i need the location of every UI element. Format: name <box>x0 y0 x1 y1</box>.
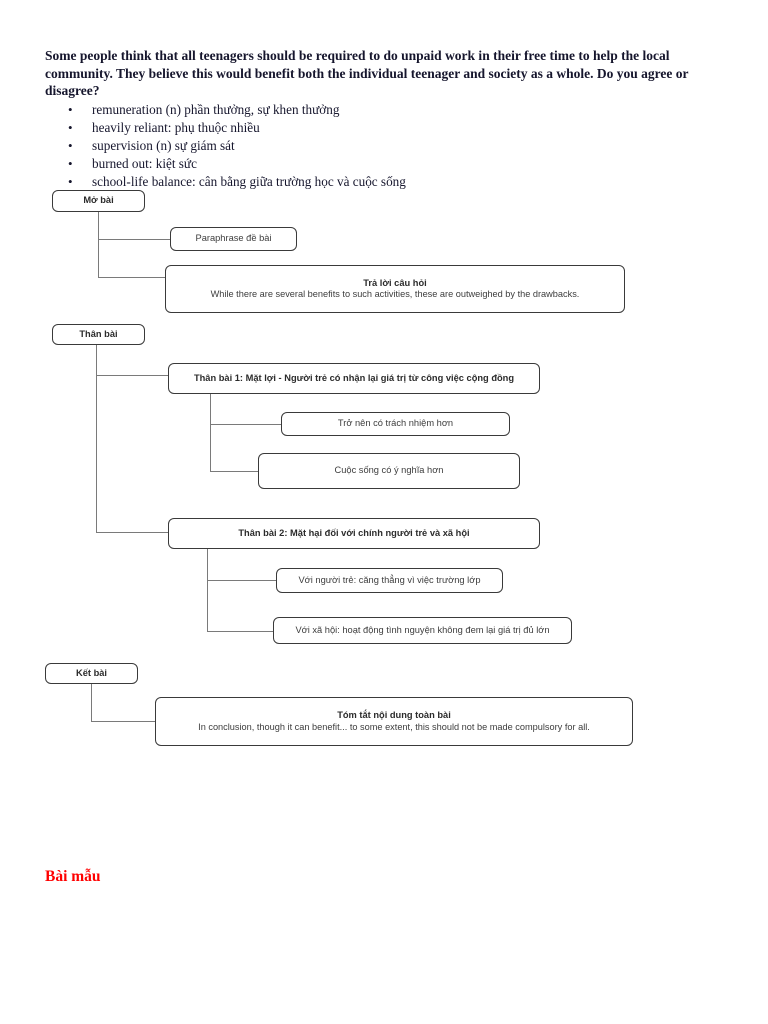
node-ket-bai: Kết bài <box>45 663 138 684</box>
connector <box>207 549 208 631</box>
connector <box>210 394 211 471</box>
node-tra-loi-cau-hoi: Trả lời câu hỏi While there are several … <box>165 265 625 313</box>
connector <box>98 239 170 240</box>
connector <box>98 212 99 277</box>
node-label: Kết bài <box>76 667 107 678</box>
vocab-item: heavily reliant: phụ thuộc nhiều <box>68 119 708 137</box>
node-label: Trở nên có trách nhiệm hơn <box>337 418 454 429</box>
connector <box>91 721 155 722</box>
node-than-bai-2: Thân bài 2: Mặt hại đối với chính người … <box>168 518 540 549</box>
connector <box>210 471 258 472</box>
node-paraphrase: Paraphrase đề bài <box>170 227 297 251</box>
node-mo-bai: Mở bài <box>52 190 145 212</box>
node-label: Thân bài 1: Mặt lợi - Người trẻ có nhận … <box>193 372 515 383</box>
vocab-item: remuneration (n) phần thưởng, sự khen th… <box>68 101 708 119</box>
node-body: In conclusion, though it can benefit... … <box>198 721 590 732</box>
node-label: Mở bài <box>83 195 114 206</box>
connector <box>207 580 276 581</box>
node-label: Thân bài 2: Mặt hại đối với chính người … <box>238 527 470 538</box>
connector <box>207 631 273 632</box>
node-label: Thân bài <box>79 328 118 339</box>
vocab-list: remuneration (n) phần thưởng, sự khen th… <box>68 101 708 191</box>
node-voi-xa-hoi: Với xã hội: hoạt động tình nguyện không … <box>273 617 572 644</box>
node-body: While there are several benefits to such… <box>210 289 580 299</box>
connector <box>91 684 92 721</box>
node-label: Cuộc sống có ý nghĩa hơn <box>334 465 444 476</box>
node-title: Tóm tắt nội dung toàn bài <box>337 710 451 720</box>
node-tro-nen-trach-nhiem: Trở nên có trách nhiệm hơn <box>281 412 510 436</box>
node-label: Với xã hội: hoạt động tình nguyện không … <box>295 624 550 635</box>
node-title: Trả lời câu hỏi <box>363 277 427 288</box>
node-tom-tat: Tóm tắt nội dung toàn bài In conclusion,… <box>155 697 633 746</box>
node-label: Paraphrase đề bài <box>195 233 272 244</box>
node-than-bai-1: Thân bài 1: Mặt lợi - Người trẻ có nhận … <box>168 363 540 394</box>
node-than-bai: Thân bài <box>52 324 145 345</box>
vocab-item: supervision (n) sự giám sát <box>68 137 708 155</box>
connector <box>96 375 168 376</box>
node-cuoc-song-y-nghia: Cuộc sống có ý nghĩa hơn <box>258 453 520 489</box>
connector <box>96 345 97 532</box>
essay-prompt: Some people think that all teenagers sho… <box>45 48 689 98</box>
vocab-item: burned out: kiệt sức <box>68 155 708 173</box>
sample-essay-heading: Bài mẫu <box>45 868 101 885</box>
connector <box>96 532 168 533</box>
connector <box>98 277 165 278</box>
node-label: Với người trẻ: căng thẳng vì việc trường… <box>298 574 481 585</box>
node-voi-nguoi-tre: Với người trẻ: căng thẳng vì việc trường… <box>276 568 503 593</box>
connector <box>210 424 281 425</box>
vocab-item: school-life balance: cân bằng giữa trườn… <box>68 173 708 191</box>
